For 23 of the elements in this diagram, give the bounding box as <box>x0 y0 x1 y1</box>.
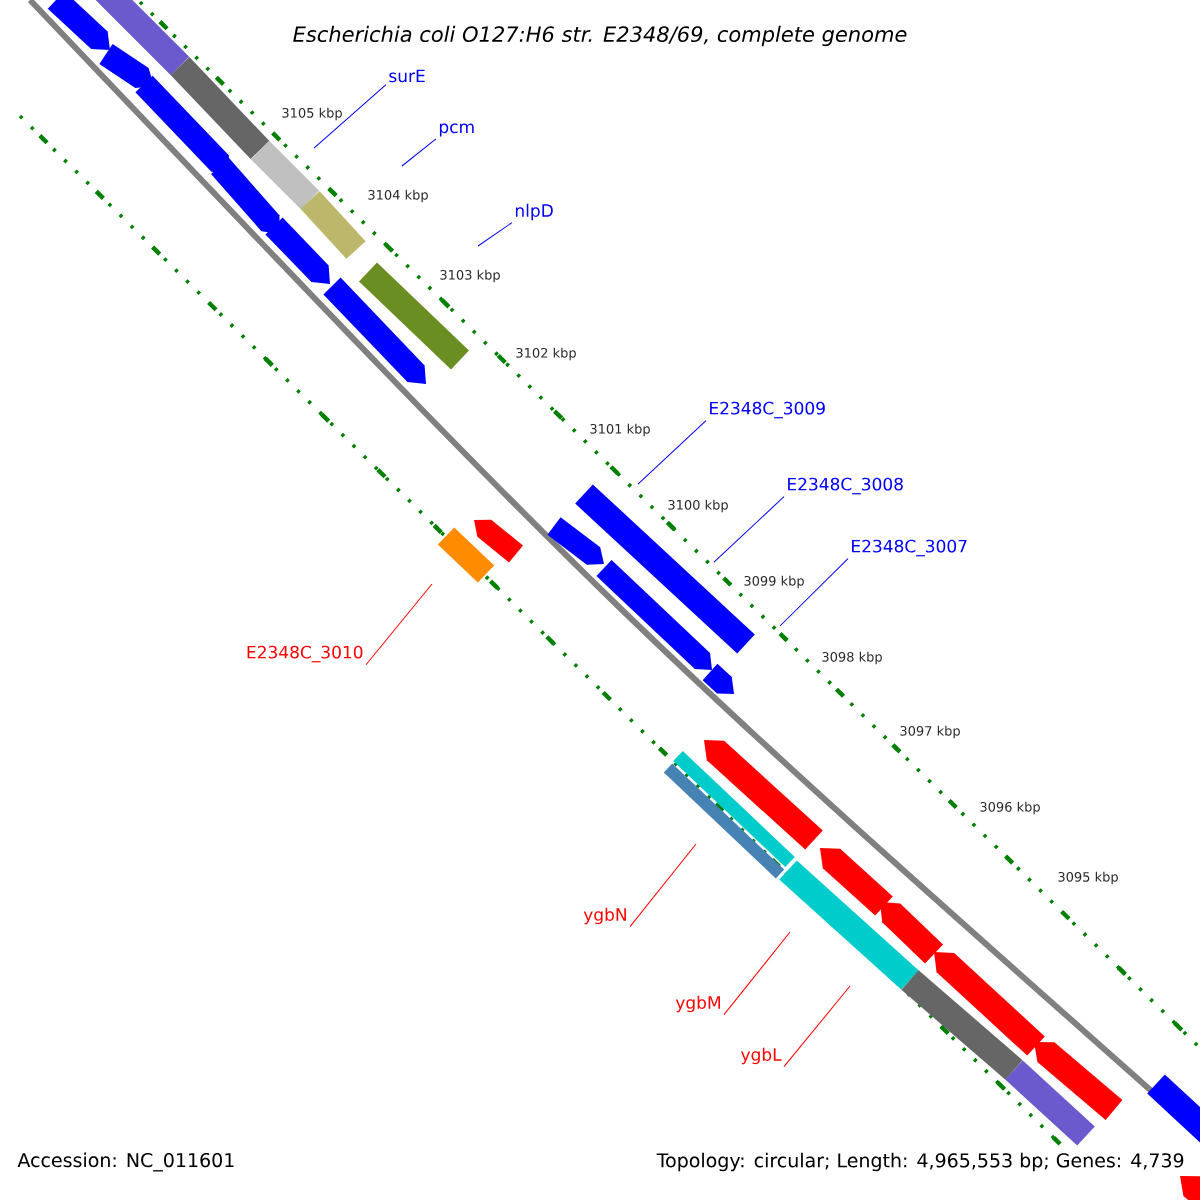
leader-line <box>477 222 513 247</box>
leader-line <box>401 138 437 167</box>
genome-stats-text: Topology: circular; Length: 4,965,553 bp; Genes: 4,739 <box>656 1152 1184 1172</box>
title: Escherichia coli O127:H6 str. E2348/69, complete genome <box>290 23 910 49</box>
leader-line <box>313 84 387 149</box>
gene-label: ygbN <box>583 907 626 925</box>
gene-label: ygbL <box>741 1047 782 1065</box>
leader-line <box>713 496 785 563</box>
gene-label: E2348C_3010 <box>247 645 363 663</box>
gene-label: E2348C_3008 <box>788 477 903 495</box>
leader-line <box>365 583 433 666</box>
leader-line <box>779 558 849 627</box>
gene-label: E2348C_3009 <box>710 401 825 419</box>
gene-label: surE <box>389 69 425 83</box>
leader-line <box>637 420 707 485</box>
leader-line <box>629 843 697 928</box>
gene-label: ygbM <box>675 995 720 1013</box>
gene-label: pcm <box>439 123 474 137</box>
leader-line <box>783 985 851 1068</box>
leader-line <box>723 931 791 1016</box>
gene-label: E2348C_3007 <box>852 539 967 557</box>
gene-label: nlpD <box>515 203 553 221</box>
accession-text: Accession: NC_011601 <box>17 1152 234 1172</box>
